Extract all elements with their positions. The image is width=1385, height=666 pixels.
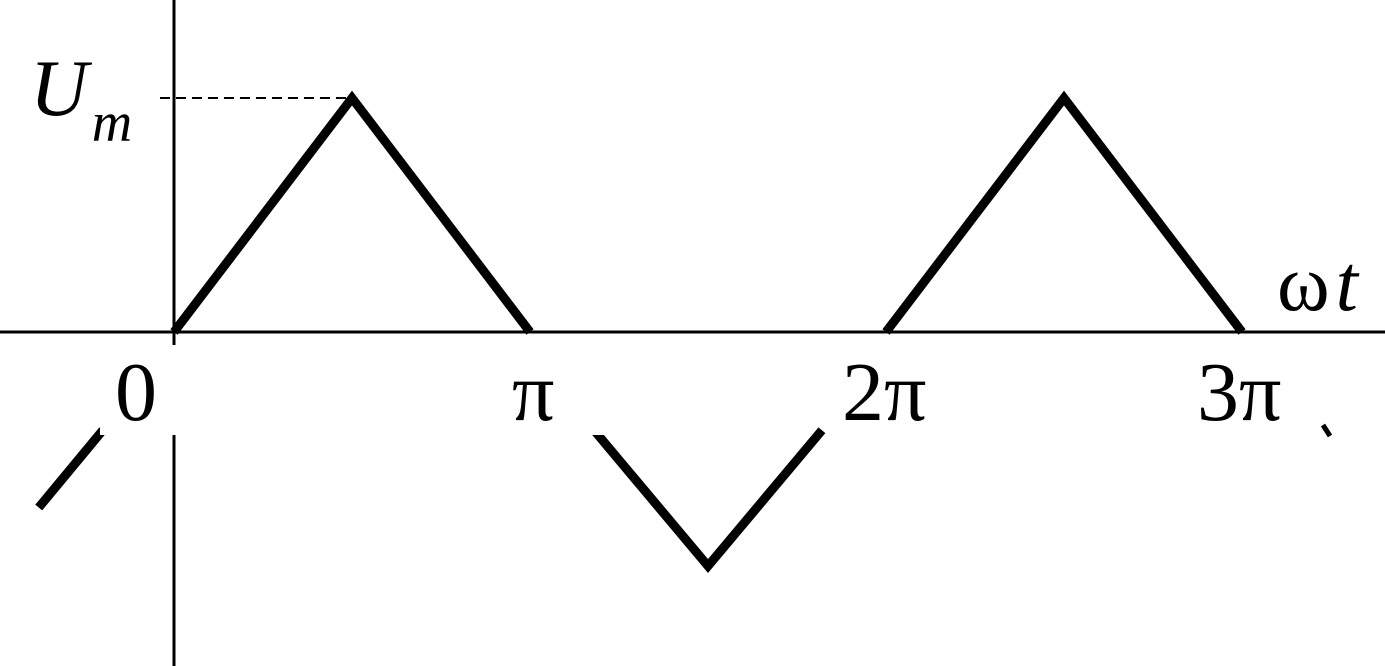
tick-mask-pi xyxy=(495,345,605,435)
tick-mask-0 xyxy=(100,345,180,435)
y-peak-label-sub: m xyxy=(92,92,132,154)
tick-label-3pi: 3π xyxy=(1197,346,1281,439)
wave-segment-3 xyxy=(882,90,1246,335)
waveform xyxy=(35,90,1246,573)
y-peak-label: Um xyxy=(30,45,132,154)
stray-mark xyxy=(1320,423,1333,438)
tick-label-0: 0 xyxy=(115,346,157,439)
wave-segment-1 xyxy=(170,90,534,335)
wave-segment-2 xyxy=(590,427,826,573)
x-axis-label-omega: ω xyxy=(1277,240,1330,328)
y-peak-label-main: U xyxy=(30,45,93,133)
wave-segment-0 xyxy=(35,427,107,511)
tick-label-pi: π xyxy=(512,346,554,439)
x-axis-label: ωt xyxy=(1277,240,1360,328)
tick-label-2pi: 2π xyxy=(842,346,926,439)
x-axis-label-t: t xyxy=(1336,240,1360,328)
